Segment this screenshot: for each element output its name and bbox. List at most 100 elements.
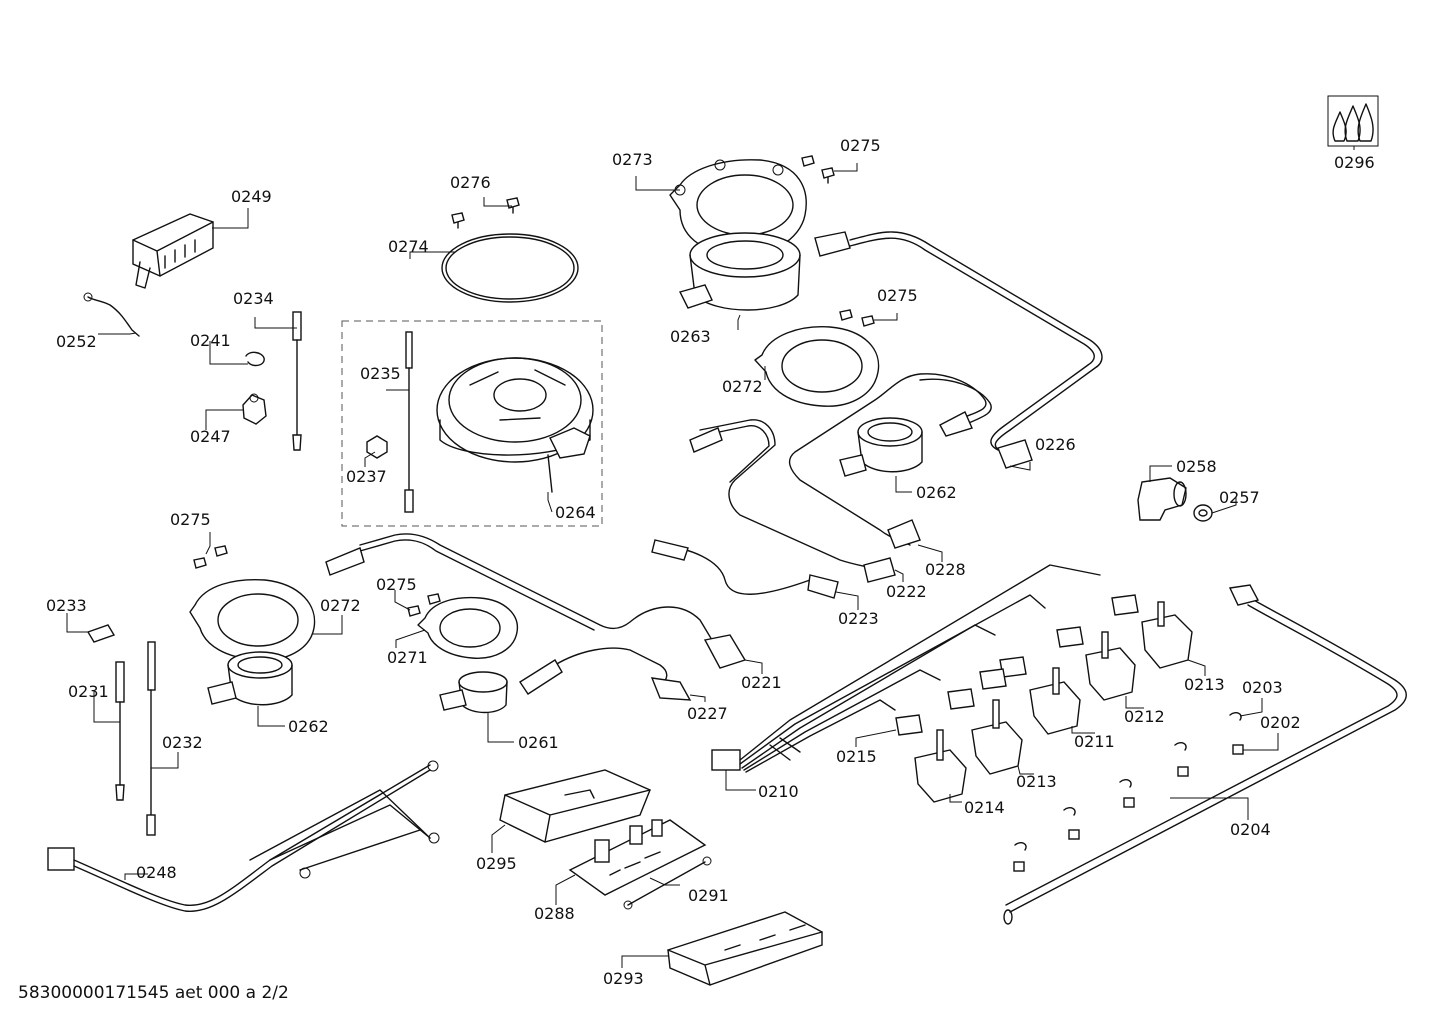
ignition-wire [87,296,140,337]
callout-0227: 0227 [687,704,728,723]
gas-pipes-left [325,533,747,701]
callout-0231: 0231 [68,682,109,701]
valve-0214 [914,729,967,803]
gas-pipes-right [689,231,1103,583]
gas-symbol [1327,95,1379,147]
callout-0295: 0295 [476,854,517,873]
callout-0228: 0228 [925,560,966,579]
callout-0203: 0203 [1242,678,1283,697]
ignition-harness [47,760,440,913]
callout-0275: 0275 [170,510,211,529]
callout-0252: 0252 [56,332,97,351]
callout-0202: 0202 [1260,713,1301,732]
callout-0293: 0293 [603,969,644,988]
valve-0213-bottom [971,699,1023,775]
gas-symbol-frame [1327,95,1379,147]
leader-lines [66,146,1355,968]
callout-0272: 0272 [722,377,763,396]
hex-nut [366,435,388,459]
thermocouple [404,331,414,513]
callout-0233: 0233 [46,596,87,615]
sealing-ring [441,233,579,303]
callout-0288: 0288 [534,904,575,923]
control-pcb [568,819,707,896]
drawing-reference-footer: 58300000171545 aet 000 a 2/2 [18,983,289,1003]
clips-and-springs [1013,712,1244,872]
callout-0222: 0222 [886,582,927,601]
callout-0232: 0232 [162,733,203,752]
main-gas-pipe [1003,584,1407,925]
gas-elbow-fitting [1137,477,1187,521]
callout-0263: 0263 [670,327,711,346]
callout-0275: 0275 [840,136,881,155]
burner-gasket-0273 [669,159,807,256]
callout-0264: 0264 [555,503,596,522]
screws-0275-left [193,545,228,569]
burner-cup-0262-right [839,417,923,477]
callouts: 0296 0273 0275 0249 0276 0274 0263 0275 … [46,136,1375,988]
callout-0215: 0215 [836,747,877,766]
callout-0226: 0226 [1035,435,1076,454]
valve-0212 [1085,631,1136,701]
callout-0213: 0213 [1184,675,1225,694]
callout-0247: 0247 [190,427,231,446]
callout-0204: 0204 [1230,820,1271,839]
callout-0276: 0276 [450,173,491,192]
electrode-0231 [115,661,125,801]
burner-gasket-0272-left [189,578,316,661]
gas-nozzle [242,393,267,425]
callout-0275: 0275 [376,575,417,594]
callout-0234: 0234 [233,289,274,308]
callout-0274: 0274 [388,237,429,256]
callout-0258: 0258 [1176,457,1217,476]
callout-0223: 0223 [838,609,879,628]
callout-0262: 0262 [288,717,329,736]
callout-0237: 0237 [346,467,387,486]
callout-0221: 0221 [741,673,782,692]
callout-0249: 0249 [231,187,272,206]
callout-0273: 0273 [612,150,653,169]
callout-0248: 0248 [136,863,177,882]
gas-valves [914,601,1193,803]
callout-0261: 0261 [518,733,559,752]
callout-0213: 0213 [1016,772,1057,791]
callout-0296: 0296 [1334,153,1375,172]
callout-0291: 0291 [688,886,729,905]
burner-cup-0263 [678,232,801,311]
callout-0275: 0275 [877,286,918,305]
pcb-cover [499,769,651,843]
callout-0271: 0271 [387,648,428,667]
screws-0275-mid [839,309,875,327]
valve-connectors [895,594,1139,736]
burner-cup-0262-left [207,651,293,706]
callout-0214: 0214 [964,798,1005,817]
callout-0235: 0235 [360,364,401,383]
callout-0241: 0241 [190,331,231,350]
pcb-wire [627,861,706,906]
sealing-washer [1193,504,1213,522]
three-flames-icon [1332,103,1374,142]
ignition-module [132,213,214,289]
burner-assembly-frame [341,320,603,527]
callout-0257: 0257 [1219,488,1260,507]
pipe-0223 [651,539,839,599]
screws-0276 [451,197,520,229]
callout-0212: 0212 [1124,707,1165,726]
callout-0210: 0210 [758,782,799,801]
callout-0262: 0262 [916,483,957,502]
burner-gasket-0272-right [754,326,880,407]
burner-gasket-0271 [417,596,518,659]
ignition-electrode [292,311,302,451]
valve-0211 [1029,667,1081,735]
pcb-housing [667,911,823,986]
thermocouple-0232 [146,641,156,836]
callout-0272: 0272 [320,596,361,615]
screws-0275-center [407,593,441,617]
retaining-clip [86,624,116,643]
wok-burner-base [436,357,594,493]
callout-0211: 0211 [1074,732,1115,751]
burner-cup-0261 [439,671,508,714]
valve-0213-top [1141,601,1193,669]
spring-clip [245,351,265,367]
